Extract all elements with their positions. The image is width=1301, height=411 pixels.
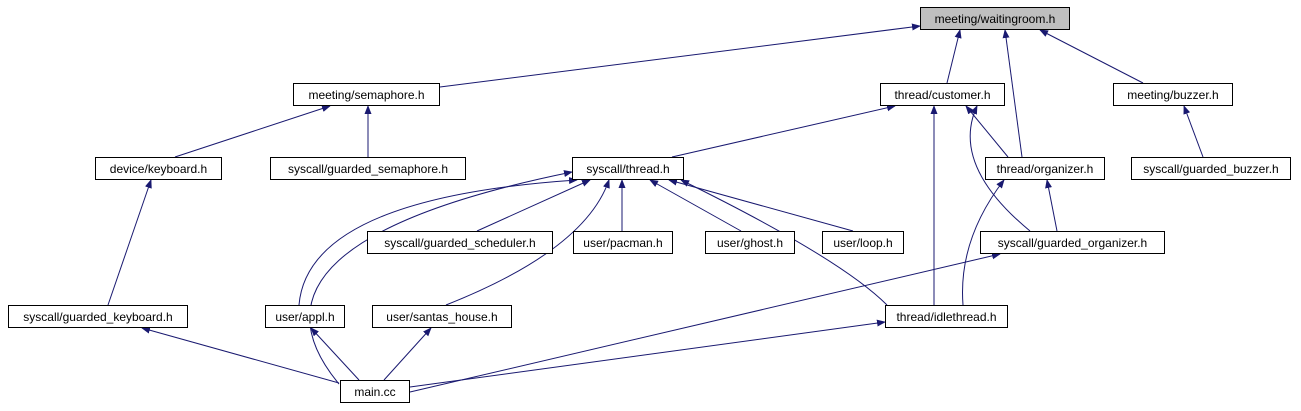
include-edge-customer-to-waitingroom <box>946 29 962 84</box>
graph-node-main[interactable]: main.cc <box>340 380 410 403</box>
include-edge-idlethread-to-thread <box>680 179 888 306</box>
include-edge-santas_house-to-thread <box>445 179 610 306</box>
include-edge-main-to-guarded_keyboard <box>141 326 340 384</box>
graph-node-semaphore[interactable]: meeting/semaphore.h <box>293 83 440 106</box>
graph-node-ghost[interactable]: user/ghost.h <box>705 231 795 254</box>
graph-node-thread[interactable]: syscall/thread.h <box>572 157 684 180</box>
graph-node-buzzer[interactable]: meeting/buzzer.h <box>1113 83 1233 106</box>
graph-node-santas_house[interactable]: user/santas_house.h <box>372 305 512 328</box>
include-edge-appl-to-thread <box>298 177 578 306</box>
include-edge-guarded_keyboard-to-keyboard <box>107 179 152 306</box>
include-edge-main-to-appl <box>310 327 360 381</box>
include-edge-organizer-to-waitingroom <box>1002 29 1023 158</box>
include-edge-thread-to-customer <box>671 104 896 158</box>
include-edge-main-to-thread <box>309 170 573 385</box>
graph-node-keyboard[interactable]: device/keyboard.h <box>95 157 222 180</box>
include-edge-idlethread-to-organizer <box>962 179 1005 306</box>
include-edge-buzzer-to-waitingroom <box>1039 29 1144 84</box>
graph-node-organizer[interactable]: thread/organizer.h <box>985 157 1105 180</box>
include-edge-ghost-to-thread <box>649 179 742 232</box>
include-edge-guarded_scheduler-to-thread <box>476 179 591 232</box>
graph-node-loop[interactable]: user/loop.h <box>822 231 904 254</box>
include-edge-semaphore-to-waitingroom <box>439 23 921 88</box>
include-edge-organizer-to-customer <box>965 105 1009 158</box>
graph-node-customer[interactable]: thread/customer.h <box>880 83 1005 106</box>
graph-node-guarded_buzzer[interactable]: syscall/guarded_buzzer.h <box>1131 157 1291 180</box>
graph-node-guarded_semaphore[interactable]: syscall/guarded_semaphore.h <box>270 157 466 180</box>
include-edge-main-to-idlethread <box>409 319 886 388</box>
include-edge-keyboard-to-semaphore <box>174 105 331 158</box>
include-edge-loop-to-thread <box>668 178 854 232</box>
graph-node-waitingroom[interactable]: meeting/waitingroom.h <box>920 7 1070 30</box>
graph-node-guarded_organizer[interactable]: syscall/guarded_organizer.h <box>980 231 1165 254</box>
graph-node-guarded_scheduler[interactable]: syscall/guarded_scheduler.h <box>367 231 553 254</box>
include-edge-guarded_organizer-to-organizer <box>1045 179 1058 232</box>
include-edge-guarded_organizer-to-customer <box>969 105 1031 232</box>
include-edge-main-to-santas_house <box>383 327 432 381</box>
graph-node-pacman[interactable]: user/pacman.h <box>573 231 673 254</box>
include-edge-main-to-guarded_organizer <box>409 252 1001 393</box>
graph-node-appl[interactable]: user/appl.h <box>265 305 345 328</box>
graph-node-guarded_keyboard[interactable]: syscall/guarded_keyboard.h <box>8 305 188 328</box>
graph-node-idlethread[interactable]: thread/idlethread.h <box>885 305 1008 328</box>
include-edge-guarded_buzzer-to-buzzer <box>1183 105 1204 158</box>
